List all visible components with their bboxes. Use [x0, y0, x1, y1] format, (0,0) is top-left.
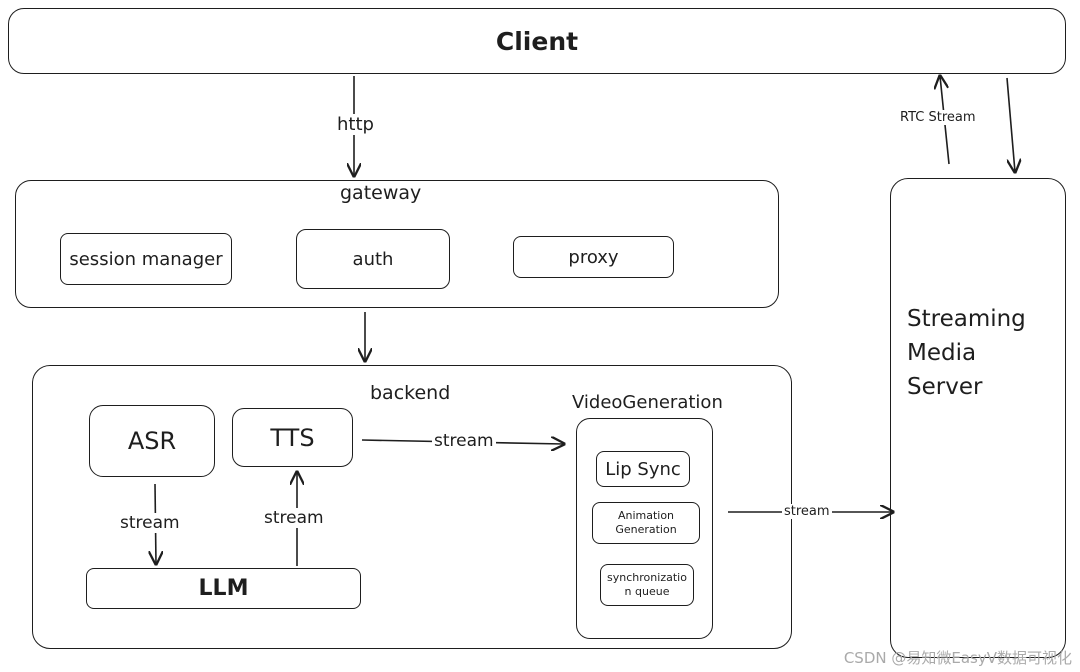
watermark-text: CSDN @易知微EasyV数据可视化	[843, 649, 1072, 667]
proxy-label: proxy	[568, 246, 619, 268]
tts-label: TTS	[270, 423, 315, 452]
streaming-media-server-line2: Media	[907, 340, 977, 366]
sync-queue-box: synchronizatio n queue	[600, 564, 694, 606]
streaming-media-server-line1: Streaming	[907, 306, 1026, 332]
client-to-server-arrow	[1006, 77, 1015, 172]
animation-generation-label-line2: Generation	[615, 523, 677, 536]
llm-to-tts-label: stream	[262, 508, 326, 528]
streaming-media-server-box	[890, 178, 1066, 658]
llm-label: LLM	[198, 576, 249, 601]
asr-box: ASR	[89, 405, 215, 477]
video-to-server-label: stream	[782, 504, 832, 519]
sync-queue-label-line1: synchronizatio	[607, 571, 687, 584]
animation-generation-box: Animation Generation	[592, 502, 700, 544]
auth-label: auth	[352, 248, 394, 270]
streaming-media-server-line3: Server	[907, 374, 983, 400]
proxy-box: proxy	[513, 236, 674, 278]
sync-queue-label-line2: n queue	[624, 585, 670, 598]
rtc-stream-label: RTC Stream	[898, 110, 978, 125]
video-generation-label: VideoGeneration	[572, 392, 723, 413]
session-manager-label: session manager	[69, 248, 223, 270]
asr-label: ASR	[127, 427, 177, 455]
tts-to-video-label: stream	[432, 431, 496, 451]
tts-box: TTS	[232, 408, 353, 467]
asr-to-llm-label: stream	[118, 513, 182, 533]
client-box: Client	[8, 8, 1066, 74]
gateway-label: gateway	[340, 182, 422, 204]
animation-generation-label-line1: Animation	[617, 509, 675, 522]
auth-box: auth	[296, 229, 450, 289]
client-label: Client	[495, 26, 579, 56]
lip-sync-box: Lip Sync	[596, 451, 690, 487]
backend-label: backend	[370, 382, 451, 404]
llm-box: LLM	[86, 568, 361, 609]
streaming-media-server-label: Streaming Media Server	[907, 302, 1026, 404]
lip-sync-label: Lip Sync	[605, 458, 681, 480]
session-manager-box: session manager	[60, 233, 232, 285]
http-label: http	[335, 114, 376, 135]
